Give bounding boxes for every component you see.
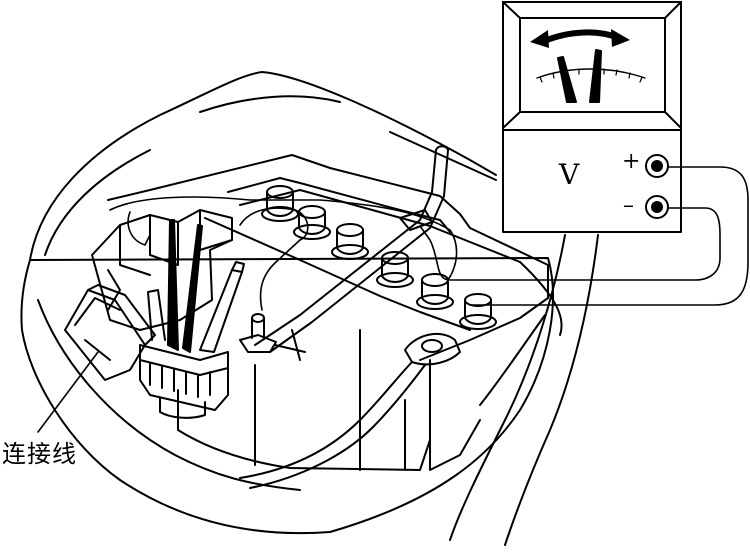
positive-terminal-label: +	[622, 149, 641, 174]
meter-stand	[449, 234, 599, 546]
needle-arrowhead-right	[611, 29, 630, 47]
diagonal-hose	[254, 145, 449, 353]
multi-pin-connector	[139, 344, 229, 419]
inner-panel-right	[519, 261, 563, 336]
probe-white-tip	[231, 261, 245, 273]
engine-bay-outline	[20, 71, 563, 535]
battery-front-face	[177, 389, 431, 471]
positive-jack	[645, 154, 669, 178]
voltmeter-unit-label: V	[559, 158, 580, 191]
plug-connector	[64, 284, 156, 381]
connecting-wire-label: 连接线	[2, 440, 77, 468]
front-post	[239, 313, 277, 353]
negative-lead	[419, 207, 721, 281]
needle-swing-arrow	[539, 29, 621, 45]
needle-right	[589, 49, 602, 103]
battery-top-outline	[107, 154, 549, 361]
stand-line-right	[504, 234, 599, 546]
probe-black-1	[167, 219, 179, 351]
battery-rim-inner	[239, 189, 521, 263]
fender-line-right	[479, 314, 546, 406]
voltmeter-case	[502, 1, 682, 233]
battery-side-face	[429, 359, 481, 471]
positive-lead	[469, 166, 749, 306]
callout-leader-line	[37, 351, 99, 433]
probe-black-2	[182, 224, 203, 353]
wire-harness-inner	[127, 211, 151, 246]
voltmeter-scale-ticks	[539, 68, 643, 83]
voltmeter	[502, 1, 682, 233]
cell-cap-3	[331, 223, 369, 260]
voltmeter-window	[519, 17, 666, 113]
stand-line-left	[449, 234, 566, 541]
cell-cap-2	[293, 205, 331, 240]
negative-terminal-clamp	[239, 332, 461, 489]
meter-leads	[109, 166, 749, 306]
cell-cap-6	[459, 293, 497, 330]
probe-white-1	[199, 269, 243, 353]
probe-white-2	[147, 289, 166, 341]
voltmeter-bevel	[502, 1, 682, 129]
fender-line-left	[37, 299, 301, 491]
bay-outer-outline	[20, 71, 554, 535]
cell-caps	[261, 185, 497, 330]
wire-harness-loop	[109, 196, 458, 281]
cell-cap-4	[376, 251, 414, 288]
battery-rim-back	[227, 177, 451, 233]
negative-terminal-label: –	[623, 193, 634, 218]
clamp-wire-loop	[239, 207, 309, 311]
needle-left	[557, 56, 577, 103]
battery	[107, 154, 549, 471]
voltmeter-scale-arc	[536, 68, 646, 79]
negative-jack	[645, 195, 669, 219]
battery-top-front-edge	[204, 217, 471, 331]
cell-cap-1	[261, 185, 299, 222]
test-probes	[147, 219, 245, 353]
inner-panel-curve	[199, 95, 341, 113]
needle-arrowhead-left	[530, 30, 549, 48]
terminal-cable	[239, 361, 426, 489]
